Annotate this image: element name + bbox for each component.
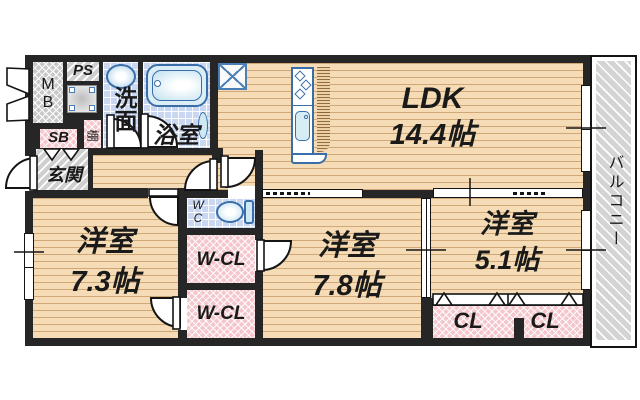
partition-sliding-door xyxy=(421,198,431,298)
bedroom-a-floor xyxy=(33,198,178,338)
closet-right-label: CL xyxy=(530,308,560,333)
washroom-label: 洗面 xyxy=(111,86,137,132)
entrance-door-panel xyxy=(29,155,38,191)
bedroom-b-sliding-door xyxy=(262,189,363,198)
entrance-label: 玄関 xyxy=(46,165,82,185)
bedroom-a-name: 洋室 xyxy=(75,226,134,258)
meter-box-label: MB xyxy=(41,76,55,111)
entrance-floor xyxy=(36,149,88,190)
bedroom-a-label: 洋室 7.3帖 xyxy=(35,222,175,302)
toilet-label: WC xyxy=(192,198,204,225)
ldk-door-panel xyxy=(209,158,218,191)
ldk-door-arc xyxy=(183,159,215,191)
entrance-step-mark xyxy=(61,148,81,162)
washbasin xyxy=(106,64,136,89)
meter-box-door-left xyxy=(6,67,30,96)
toilet-door-arc xyxy=(225,157,257,189)
bedroom-a-window xyxy=(24,233,34,300)
bedroom-c-floor xyxy=(431,198,583,298)
toilet-bowl xyxy=(216,201,244,223)
bedroom-c-sliding-door xyxy=(433,188,583,198)
ldk-label: LDK 14.4帖 xyxy=(350,80,515,154)
bedroom-a-door-arc xyxy=(148,196,179,227)
ldk-name: LDK xyxy=(401,82,464,115)
x-marked-space xyxy=(218,63,247,90)
walk-in-closet-lower xyxy=(187,290,255,338)
walk-in-closet-upper xyxy=(187,235,255,283)
toilet-doorway xyxy=(228,186,255,198)
wcl-lower-doorway xyxy=(178,298,187,330)
kitchen-sink xyxy=(295,111,310,141)
washing-machine-pan xyxy=(67,85,97,113)
ldk-floor xyxy=(218,63,583,190)
wcl-upper-door-panel xyxy=(256,239,265,272)
ldk-size: 14.4帖 xyxy=(389,119,476,151)
faucet-icon xyxy=(304,115,308,119)
meter-box xyxy=(33,62,63,123)
washroom-door-panel xyxy=(106,114,115,149)
bedroom-b-floor xyxy=(263,198,421,338)
toilet-tank xyxy=(244,200,254,224)
bedroom-b-label: 洋室 7.8帖 xyxy=(287,226,407,306)
bedroom-c-name: 洋室 xyxy=(480,209,534,239)
closet-floor xyxy=(433,306,583,338)
pipe-space xyxy=(67,62,99,81)
balcony-floor xyxy=(596,61,631,340)
wall-stub xyxy=(255,150,263,192)
meter-box-door-right xyxy=(6,94,30,122)
kitchen-counter-end xyxy=(291,153,327,164)
pipe-space-label: PS xyxy=(72,62,93,79)
bedroom-b-size: 7.8帖 xyxy=(312,270,382,302)
kitchen-counter xyxy=(291,67,314,155)
bath-counter xyxy=(198,112,208,139)
bedroom-c-size: 5.1帖 xyxy=(474,245,540,275)
bathroom-door-arc xyxy=(145,114,179,148)
bedroom-a-door-panel xyxy=(148,188,179,197)
shelf xyxy=(84,120,101,148)
shoe-box-label: SB xyxy=(48,129,69,146)
wcl-lower-label: W-CL xyxy=(196,303,246,324)
wcl-upper-label: W-CL xyxy=(196,249,246,270)
balcony: バルコニー xyxy=(590,55,637,348)
bedroom-a-size: 7.3帖 xyxy=(70,266,140,298)
closet-left-label: CL xyxy=(453,308,483,333)
balcony-label: バルコニー xyxy=(605,154,623,249)
shoe-box xyxy=(40,129,77,148)
wall-stub xyxy=(212,148,223,163)
closet-divider-wall xyxy=(514,318,524,338)
shelf-label: 棚 xyxy=(85,129,100,142)
bedroom-b-name: 洋室 xyxy=(317,230,376,262)
bathroom-door-panel xyxy=(140,113,149,149)
bathroom-label: 浴室 xyxy=(153,122,199,148)
entrance-step-mark xyxy=(42,148,62,162)
folding-door-mark xyxy=(487,291,507,306)
folding-door-mark xyxy=(507,291,527,306)
kitchen-counter-face xyxy=(317,67,330,152)
folding-door-mark xyxy=(559,291,579,306)
bathtub-drain xyxy=(154,80,161,87)
bathtub xyxy=(146,64,208,107)
toilet-door-panel xyxy=(220,155,229,188)
folding-door-mark xyxy=(434,291,454,306)
bedroom-c-label: 洋室 5.1帖 xyxy=(452,206,562,278)
wcl-lower-door-panel xyxy=(172,296,181,330)
